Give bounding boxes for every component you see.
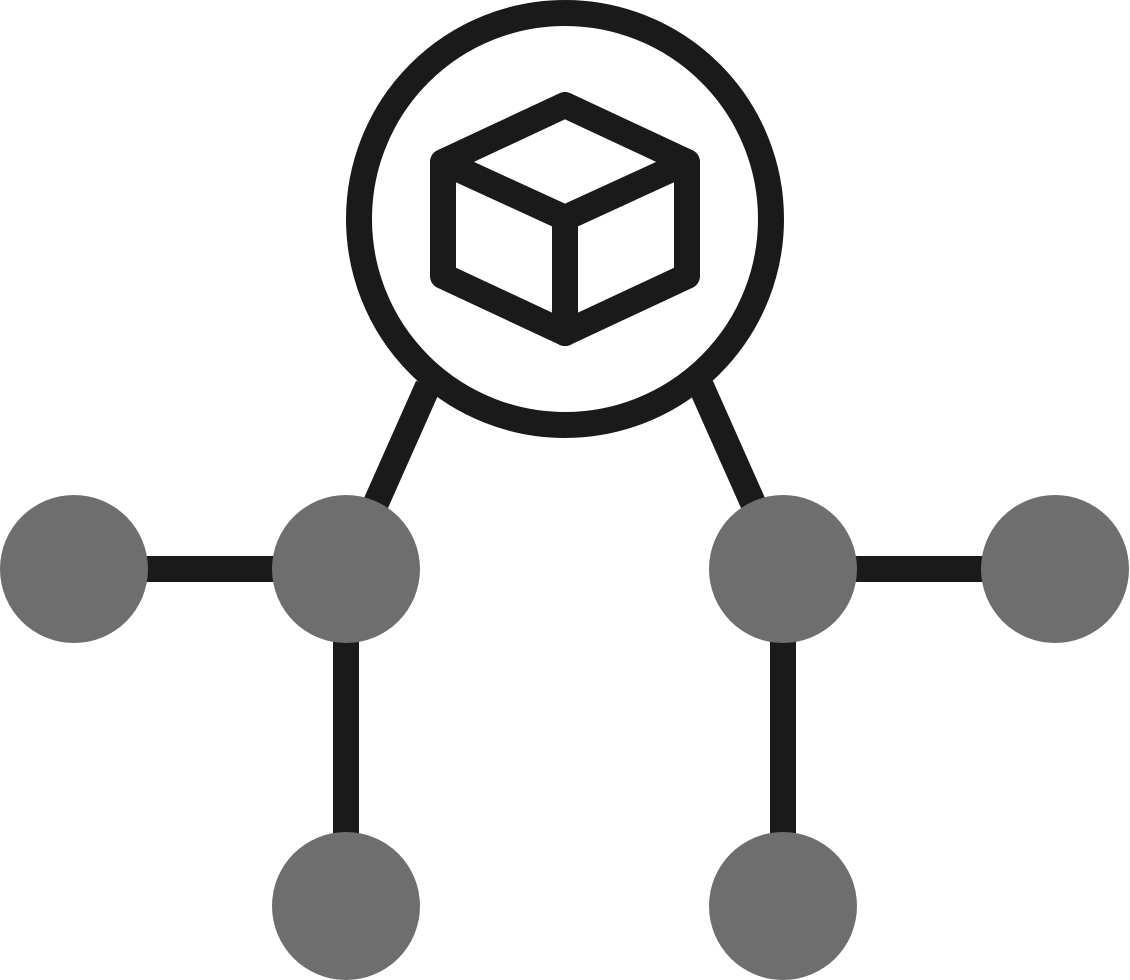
- connectors: [145, 380, 985, 836]
- nodes: [0, 495, 1129, 980]
- far-left-node: [0, 495, 148, 643]
- cube-icon: [430, 92, 700, 346]
- left-bottom-node: [272, 832, 420, 980]
- connector-hub-to-left: [364, 380, 440, 509]
- cube-left-side: [430, 149, 578, 346]
- connector-hub-to-right: [689, 380, 765, 509]
- right-bottom-node: [709, 832, 857, 980]
- far-right-node: [981, 495, 1129, 643]
- cube-right-side: [552, 149, 700, 346]
- right-junction-node: [709, 495, 857, 643]
- left-junction-node: [272, 495, 420, 643]
